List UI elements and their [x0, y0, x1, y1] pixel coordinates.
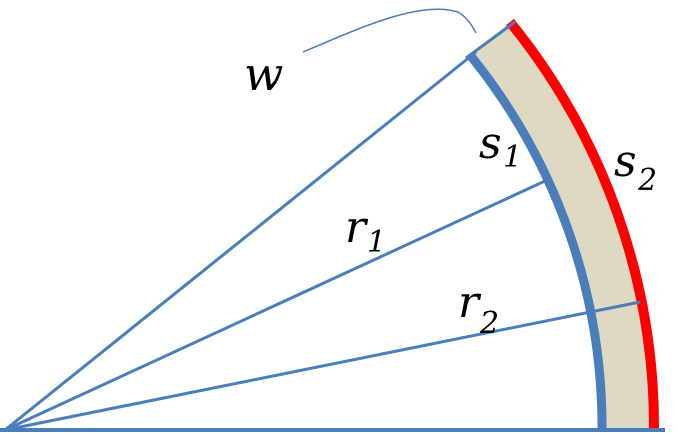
label-r2-sub: 2 — [479, 306, 499, 341]
label-w: w — [244, 47, 283, 101]
inner-arc-s1 — [466, 52, 607, 431]
label-s2: s — [614, 136, 637, 187]
arc-band — [470, 22, 655, 430]
label-s1-sub: 1 — [503, 140, 522, 175]
radius-line-top — [4, 50, 477, 432]
w-leader-line — [302, 8, 477, 53]
radius-line-r1 — [4, 179, 546, 432]
radius-line-r2 — [4, 300, 641, 432]
label-r1-sub: 1 — [367, 225, 386, 260]
label-s2-sub: 2 — [637, 163, 657, 198]
label-r1: r — [345, 202, 369, 253]
outer-arc-s2 — [506, 18, 660, 431]
label-s1: s — [479, 118, 502, 169]
label-r2: r — [458, 277, 482, 328]
band-edge-top — [465, 20, 516, 60]
